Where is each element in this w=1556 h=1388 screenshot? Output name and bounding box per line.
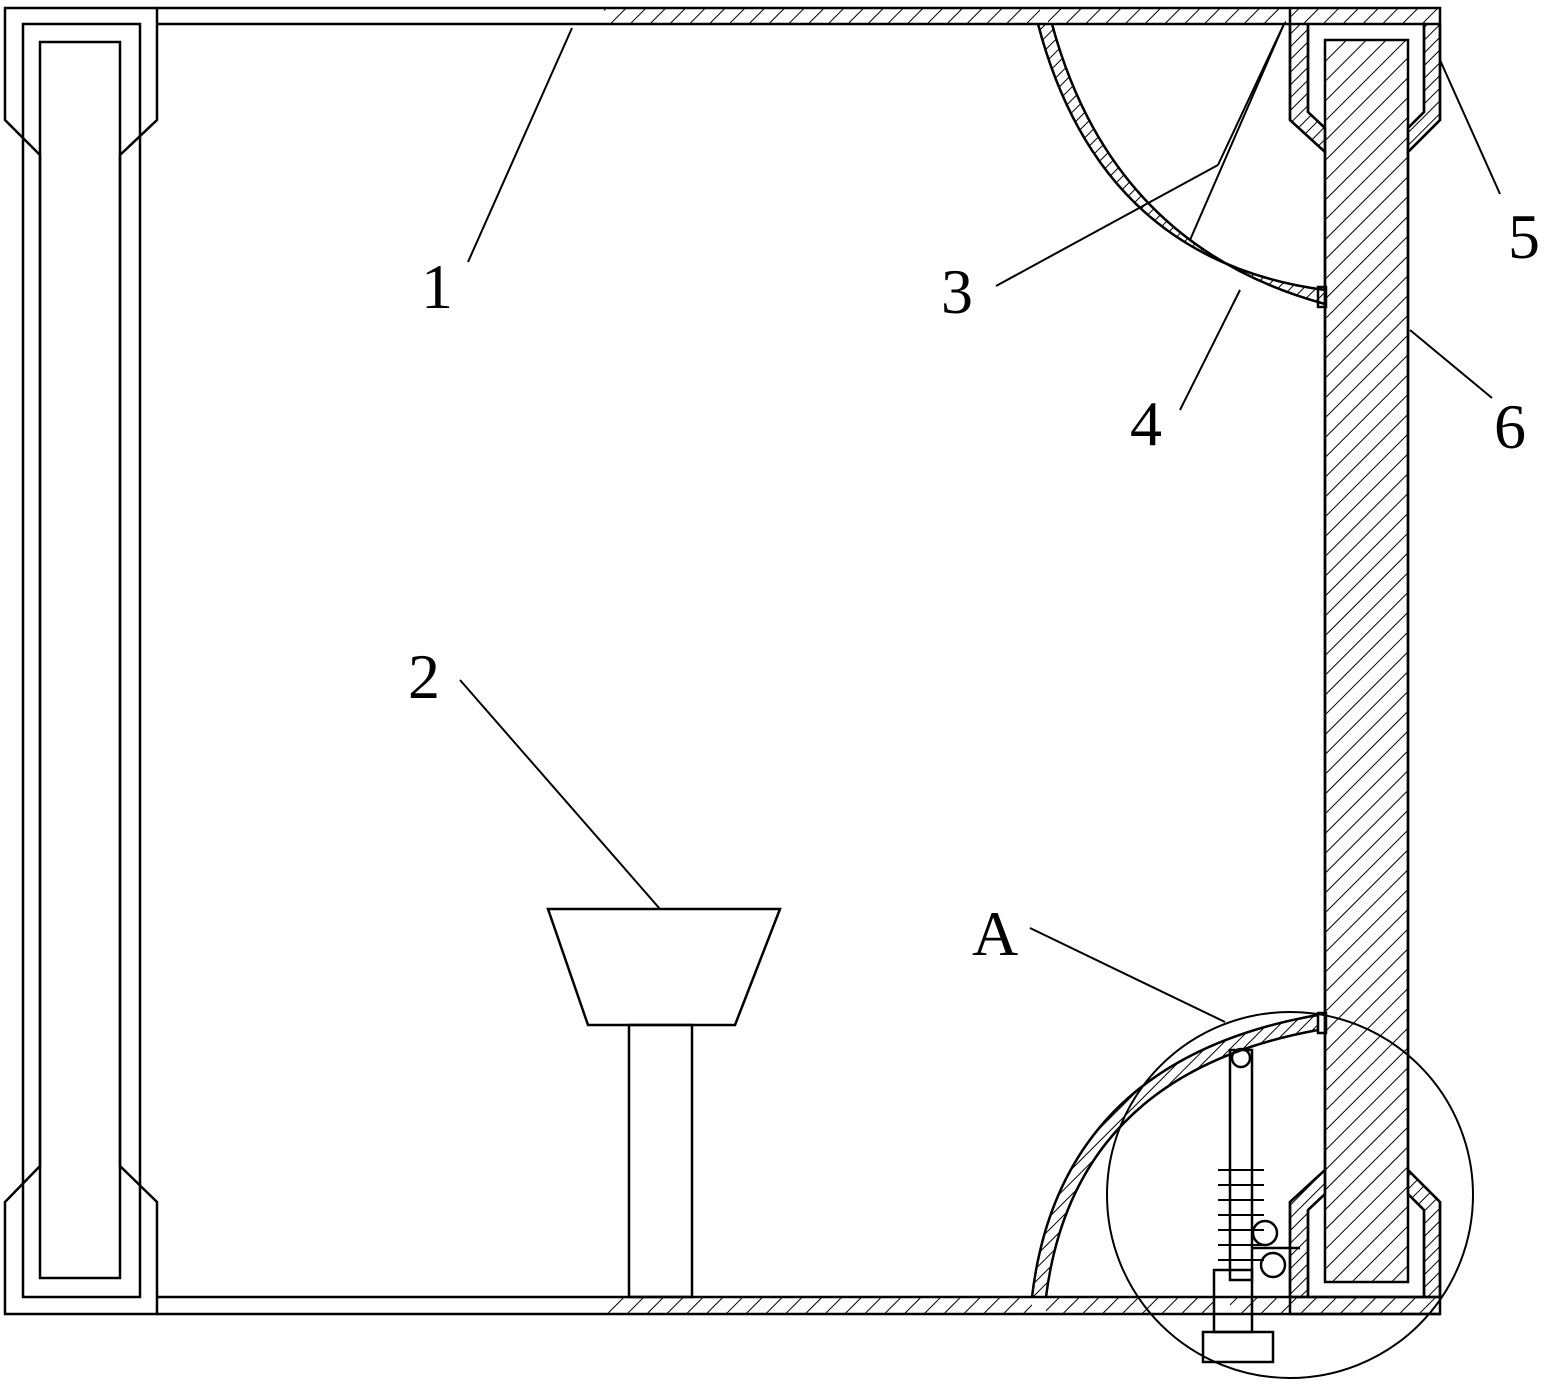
lower-curved-guide [1030, 1011, 1328, 1298]
detail-a-mechanism [1106, 1011, 1474, 1379]
label-4: 4 [1130, 388, 1162, 459]
leader-lines [459, 23, 1501, 1023]
funnel-support [546, 907, 782, 1299]
label-6: 6 [1494, 391, 1526, 462]
label-5: 5 [1508, 201, 1540, 272]
label-2: 2 [408, 641, 440, 712]
part-labels: 1 2 3 4 5 6 A [408, 201, 1540, 969]
bottom-wall [157, 1295, 1440, 1316]
label-a: A [972, 898, 1018, 969]
top-wall [157, 6, 1290, 26]
door-panel [1323, 38, 1410, 1284]
label-1: 1 [421, 251, 453, 322]
label-3: 3 [941, 256, 973, 327]
upper-curved-deflector [1036, 23, 1328, 309]
left-frame-post [3, 6, 159, 1316]
